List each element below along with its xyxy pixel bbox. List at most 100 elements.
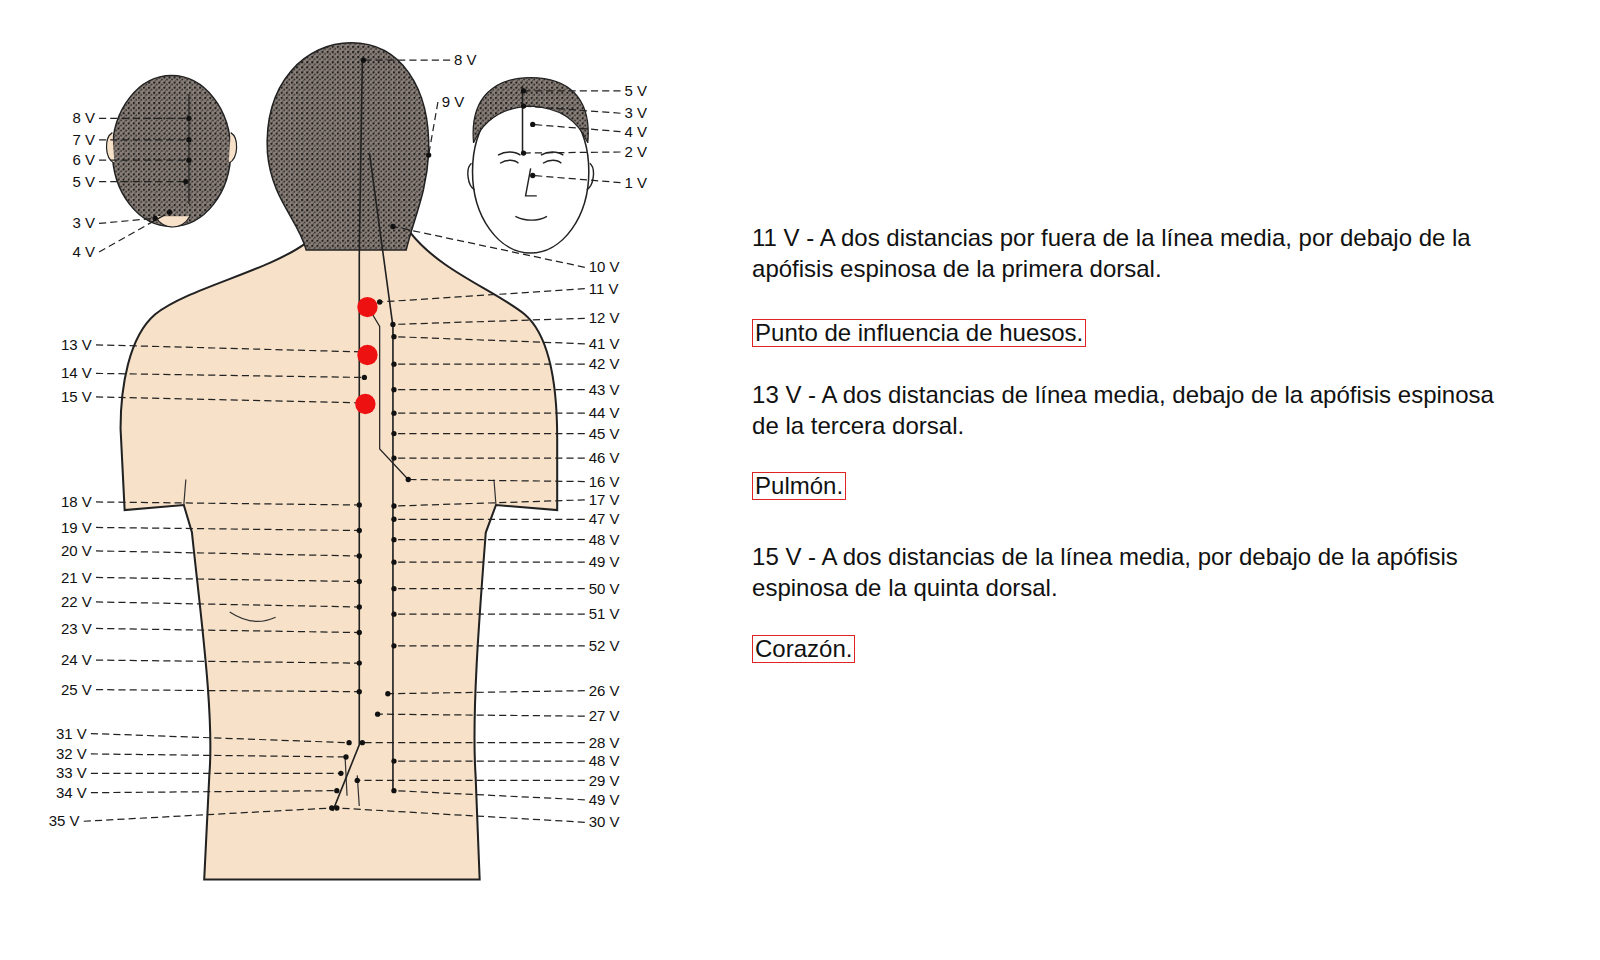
- point-dot: [357, 660, 362, 665]
- callout-number: 50 V: [589, 581, 620, 597]
- point-dot: [338, 771, 343, 776]
- leader-line: [96, 373, 364, 377]
- point-dot: [530, 122, 535, 127]
- callout-number: 8 V: [72, 110, 95, 126]
- callout-number: 25 V: [61, 682, 92, 698]
- callout-number: 52 V: [589, 638, 620, 654]
- leader-line: [96, 628, 359, 632]
- callout-number: 49 V: [589, 792, 620, 808]
- point-dot: [385, 691, 390, 696]
- callout-number: 10 V: [589, 259, 620, 275]
- leader-line: [96, 502, 359, 505]
- callout-number: 48 V: [589, 532, 620, 548]
- highlight-dot: [355, 394, 375, 414]
- leader-line: [99, 160, 189, 161]
- highlight-box: Corazón.: [752, 635, 855, 663]
- callout-number: 5 V: [72, 174, 95, 190]
- callout-number: 4 V: [624, 124, 647, 140]
- point-dot: [186, 158, 191, 163]
- leader-line: [394, 433, 585, 434]
- callout-number: 44 V: [589, 405, 620, 421]
- point-dot: [334, 788, 339, 793]
- leader-line: [388, 691, 585, 694]
- callout-number: 26 V: [589, 683, 620, 699]
- point-dot: [186, 116, 191, 121]
- leader-line: [337, 808, 585, 822]
- leader-line: [393, 226, 585, 267]
- point-dot: [357, 502, 362, 507]
- point-dot: [521, 88, 526, 93]
- leader-line: [394, 413, 585, 414]
- point-description: 11 V - A dos distancias por fuera de la …: [752, 222, 1512, 284]
- small-head: [112, 75, 230, 226]
- callout-number: 9 V: [442, 94, 465, 110]
- point-dot: [183, 179, 188, 184]
- point-dot: [521, 103, 526, 108]
- point-dot: [377, 299, 382, 304]
- callout-number: 22 V: [61, 594, 92, 610]
- point-dot: [186, 137, 191, 142]
- callout-number: 30 V: [589, 814, 620, 830]
- point-dot: [357, 553, 362, 558]
- leader-line: [96, 527, 359, 530]
- leader-line: [524, 90, 621, 91]
- callout-number: 20 V: [61, 543, 92, 559]
- point-description: 15 V - A dos distancias de la línea medi…: [752, 541, 1512, 603]
- point-dot: [360, 740, 365, 745]
- point-dot: [391, 517, 396, 522]
- point-dot: [391, 503, 396, 508]
- callout-number: 7 V: [72, 132, 95, 148]
- callout-number: 42 V: [589, 356, 620, 372]
- callout-number: 16 V: [589, 474, 620, 490]
- point-description: 13 V - A dos distancias de línea media, …: [752, 379, 1512, 441]
- callout-number: 1 V: [624, 175, 647, 191]
- callout-number: 33 V: [56, 765, 87, 781]
- callout-number: 49 V: [589, 554, 620, 570]
- point-dot: [406, 477, 411, 482]
- point-dot: [391, 643, 396, 648]
- callout-number: 43 V: [589, 382, 620, 398]
- leader-line: [380, 289, 585, 302]
- callout-number: 8 V: [454, 52, 477, 68]
- leader-line: [394, 519, 585, 520]
- callout-number: 48 V: [589, 753, 620, 769]
- point-dot: [390, 224, 395, 229]
- point-dot: [375, 711, 380, 716]
- callout-number: 3 V: [624, 105, 647, 121]
- leader-line: [394, 364, 585, 365]
- leader-line: [99, 139, 189, 140]
- point-dot: [361, 58, 366, 63]
- callout-number: 4 V: [72, 244, 95, 260]
- leader-line: [533, 124, 621, 131]
- leader-line: [394, 562, 585, 563]
- leader-line: [99, 181, 186, 182]
- leader-line: [394, 791, 585, 800]
- box-text: Pulmón.: [755, 472, 843, 499]
- callout-number: 6 V: [72, 152, 95, 168]
- highlight-dot: [357, 345, 377, 365]
- leader-line: [394, 500, 585, 506]
- point-dot: [346, 740, 351, 745]
- point-dot: [391, 334, 396, 339]
- point-dot: [391, 758, 396, 763]
- leader-line: [378, 714, 585, 716]
- leader-line: [91, 734, 349, 743]
- callout-number: 24 V: [61, 652, 92, 668]
- point-dot: [343, 754, 348, 759]
- point-dot: [391, 455, 396, 460]
- point-dot: [362, 375, 367, 380]
- point-dot: [357, 579, 362, 584]
- point-dot: [391, 362, 396, 367]
- leader-line: [394, 588, 585, 589]
- callout-number: 32 V: [56, 746, 87, 762]
- highlight-box: Punto de influencia de huesos.: [752, 319, 1086, 347]
- leader-line: [394, 457, 585, 458]
- callout-number: 5 V: [624, 83, 647, 99]
- leader-line: [394, 539, 585, 540]
- leader-line: [357, 780, 585, 781]
- callout-number: 46 V: [589, 450, 620, 466]
- callout-number: 35 V: [49, 813, 80, 829]
- leader-line: [394, 614, 585, 615]
- leader-line: [96, 345, 364, 352]
